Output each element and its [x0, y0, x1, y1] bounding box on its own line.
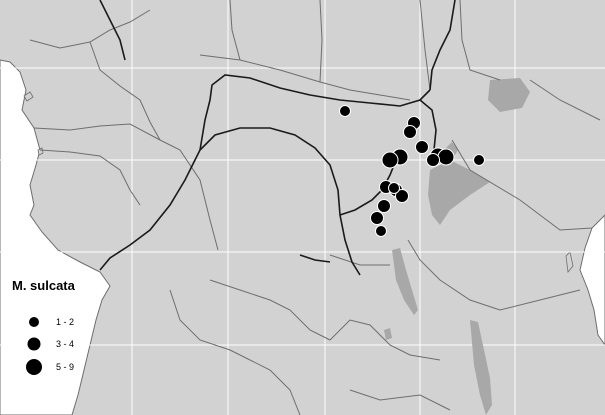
- record-point: [375, 225, 387, 237]
- record-point: [395, 189, 409, 203]
- legend-label-large: 5 - 9: [56, 362, 74, 372]
- record-point: [437, 148, 455, 166]
- record-point: [381, 151, 399, 169]
- legend: M. sulcata 1 - 2 3 - 4 5 - 9: [12, 278, 76, 375]
- legend-symbol-medium: [27, 337, 41, 351]
- legend-label-small: 1 - 2: [56, 317, 74, 327]
- atlantic-ocean: [0, 59, 111, 415]
- congo-river: [99, 127, 361, 276]
- record-point: [388, 182, 400, 194]
- lake-edward-kivu: [428, 160, 490, 225]
- legend-title: M. sulcata: [12, 278, 76, 293]
- island-zanzibar: [565, 251, 574, 273]
- lake-malawi: [470, 320, 492, 415]
- lualaba-river: [339, 159, 397, 216]
- legend-symbol-small: [29, 317, 39, 327]
- east-coast: [579, 214, 605, 346]
- lake-victoria: [488, 78, 530, 112]
- lake-tanganyika: [392, 248, 418, 315]
- major-rivers: [99, 0, 456, 276]
- island-bioko: [23, 91, 34, 102]
- record-point: [415, 140, 429, 154]
- occurrence-records: [339, 105, 485, 237]
- record-point: [377, 199, 391, 213]
- country-borders: [29, 0, 601, 415]
- lakes: [384, 78, 530, 415]
- record-point: [339, 105, 351, 117]
- record-point: [426, 153, 440, 167]
- lake-mweru: [384, 328, 392, 340]
- kasai-river: [299, 254, 331, 263]
- record-point: [473, 154, 485, 166]
- uele-river: [419, 99, 437, 151]
- ubangi-river: [199, 74, 431, 151]
- record-point: [403, 125, 417, 139]
- northern-river: [99, 0, 126, 61]
- record-point: [370, 211, 384, 225]
- legend-label-medium: 3 - 4: [56, 339, 74, 349]
- nile-headwaters: [429, 0, 456, 91]
- legend-symbol-large: [26, 359, 42, 375]
